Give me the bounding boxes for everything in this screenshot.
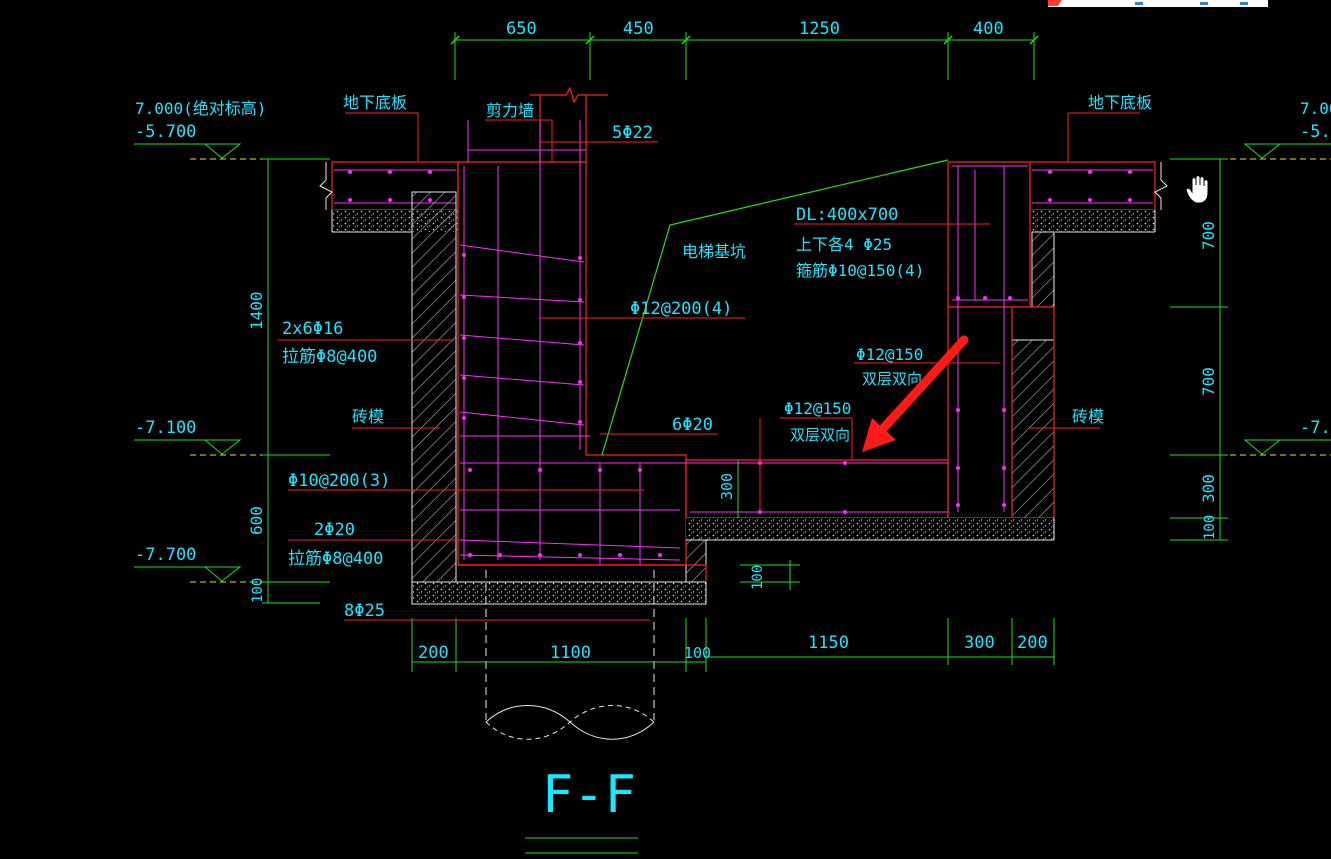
label-left-tie-2: 拉筋Φ8@400 — [288, 549, 383, 569]
dim-inner-100: 100 — [750, 565, 766, 590]
inner-dims: 300 100 — [718, 460, 800, 590]
bottom-dimension-chain: 200 1100 100 1150 300 200 — [411, 618, 1055, 672]
dim-bottom-200-b: 200 — [1017, 633, 1048, 653]
dim-bottom-100: 100 — [684, 644, 711, 662]
basement-slabs — [319, 161, 1168, 233]
label-beam-stirrup: 箍筋Φ10@150(4) — [796, 261, 924, 280]
label-floor-layer: 双层双向 — [790, 426, 850, 444]
label-wall-bars: Φ12@200(4) — [630, 299, 732, 319]
level-right-mid: -7.1 — [1300, 418, 1331, 438]
label-left-bars-2: 2Φ20 — [314, 520, 355, 540]
dim-right-100: 100 — [1202, 515, 1218, 540]
dim-top-4: 400 — [973, 19, 1004, 39]
red-annotation-arrow-icon — [862, 335, 969, 452]
leader-lines — [278, 112, 1140, 621]
label-basement-slab-left: 地下底板 — [343, 93, 407, 112]
brick-molds — [411, 191, 1055, 583]
elevator-pit-outline — [601, 159, 949, 456]
dim-right-300: 300 — [1199, 474, 1218, 503]
dim-top-2: 450 — [623, 19, 654, 39]
dim-left-100: 100 — [250, 578, 266, 603]
dim-left-600: 600 — [247, 506, 266, 535]
dim-bottom-300: 300 — [964, 633, 995, 653]
label-brick-mold-right: 砖模 — [1072, 407, 1104, 426]
dim-bottom-200-a: 200 — [418, 643, 449, 663]
label-6-bars: 6Φ20 — [672, 415, 713, 435]
label-beam-bars: 上下各4 Φ25 — [796, 235, 892, 254]
dim-right-700-b: 700 — [1199, 367, 1218, 396]
dim-right-700-a: 700 — [1199, 221, 1218, 250]
label-stirrup-3: Φ10@200(3) — [288, 471, 390, 491]
label-brick-mold-left: 砖模 — [352, 407, 384, 426]
rebar-cage — [459, 120, 1028, 565]
label-basement-slab-right: 地下底板 — [1088, 93, 1152, 112]
section-title-block: F-F — [525, 765, 638, 854]
label-5-rebar: 5Φ22 — [612, 123, 653, 143]
label-left-bars-1: 2x6Φ16 — [282, 319, 343, 339]
section-title: F-F — [542, 765, 636, 825]
pile — [485, 570, 655, 740]
dim-bottom-1150: 1150 — [808, 633, 849, 653]
annotation-labels: 地下底板 剪力墙 5Φ22 地下底板 电梯基坑 DL:400x700 上下各4 … — [282, 93, 1152, 621]
dim-top-3: 1250 — [799, 19, 840, 39]
level-left-top-abs: 7.000(绝对标高) — [135, 99, 266, 118]
level-right-top-rel: -5.7 — [1300, 122, 1331, 142]
label-8-bars: 8Φ25 — [344, 601, 385, 621]
hand-pan-icon[interactable] — [1185, 175, 1209, 204]
label-right-bars: Φ12@150 — [856, 345, 923, 364]
dim-bottom-1100: 1100 — [550, 643, 591, 663]
label-shear-wall: 剪力墙 — [486, 101, 534, 120]
label-beam-title: DL:400x700 — [796, 205, 898, 225]
level-marks: 7.000(绝对标高) -5.700 -7.100 -7.700 7.00 -5… — [134, 99, 1331, 583]
dim-inner-300: 300 — [718, 473, 736, 500]
dim-left-1400: 1400 — [247, 291, 266, 330]
app-badge[interactable] — [1048, 0, 1268, 7]
label-right-layer: 双层双向 — [862, 370, 922, 388]
left-vertical-dims: 1400 600 100 — [247, 158, 330, 604]
right-vertical-dims: 700 700 300 100 — [1170, 158, 1228, 541]
dim-top-1: 650 — [506, 19, 537, 39]
label-floor-bars: Φ12@150 — [784, 399, 851, 418]
level-left-low: -7.700 — [135, 545, 196, 565]
level-right-top-abs: 7.00 — [1300, 99, 1331, 118]
label-left-tie-1: 拉筋Φ8@400 — [282, 347, 377, 367]
label-elevator-pit: 电梯基坑 — [682, 242, 746, 261]
top-dimension-chain: 650 450 1250 400 — [450, 19, 1039, 80]
level-left-mid: -7.100 — [135, 418, 196, 438]
level-left-top-rel: -5.700 — [135, 122, 196, 142]
